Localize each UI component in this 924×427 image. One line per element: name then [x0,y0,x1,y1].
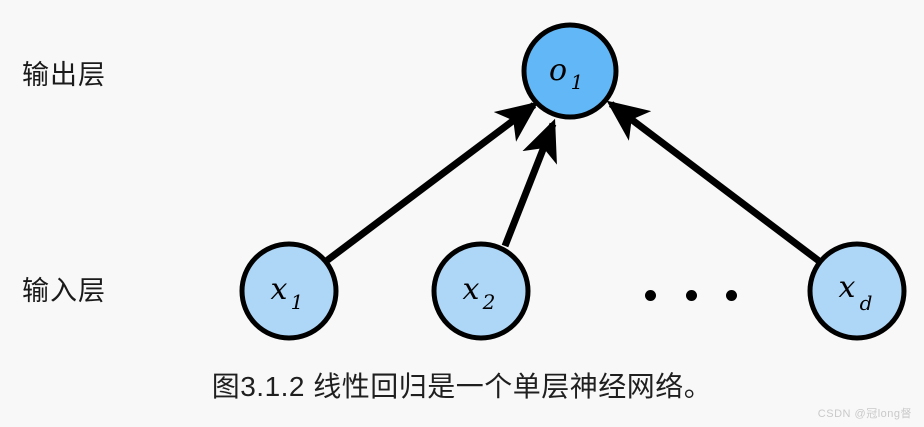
node-input-x2-symbol: x [463,272,480,307]
node-output-o1[interactable]: o 1 [521,22,619,120]
node-input-xd-circle [807,241,907,341]
ellipsis-dot [645,289,656,301]
edge-group [322,100,822,265]
node-input-xd-subscript: d [860,291,873,315]
edge-xd-to-o1 [606,100,822,264]
output-layer-label: 输出层 [22,60,106,90]
node-input-x1-subscript: 1 [291,290,304,314]
figure-caption: 图3.1.2 线性回归是一个单层神经网络。 [211,371,713,402]
ellipsis-dots [645,278,737,312]
node-output-symbol: o [549,53,567,88]
node-input-xd[interactable]: x d [807,241,907,341]
edge-x1-to-o1 [322,101,539,265]
node-input-x1-circle [239,241,339,341]
node-input-x2[interactable]: x 2 [431,241,531,341]
node-input-x2-subscript: 2 [482,290,496,314]
edge-x2-to-o1 [501,118,557,248]
node-input-x1[interactable]: x 1 [239,241,339,341]
node-input-xd-symbol: x [839,270,856,305]
input-layer-label: 输入层 [22,276,106,306]
node-output-subscript: 1 [571,70,584,94]
ellipsis-dot [685,289,697,301]
node-input-x2-circle [431,241,531,341]
csdn-watermark: CSDN @冠long督 [817,408,912,420]
ellipsis-dot [726,289,737,301]
node-output-circle [521,22,619,120]
node-input-x1-symbol: x [271,272,288,307]
